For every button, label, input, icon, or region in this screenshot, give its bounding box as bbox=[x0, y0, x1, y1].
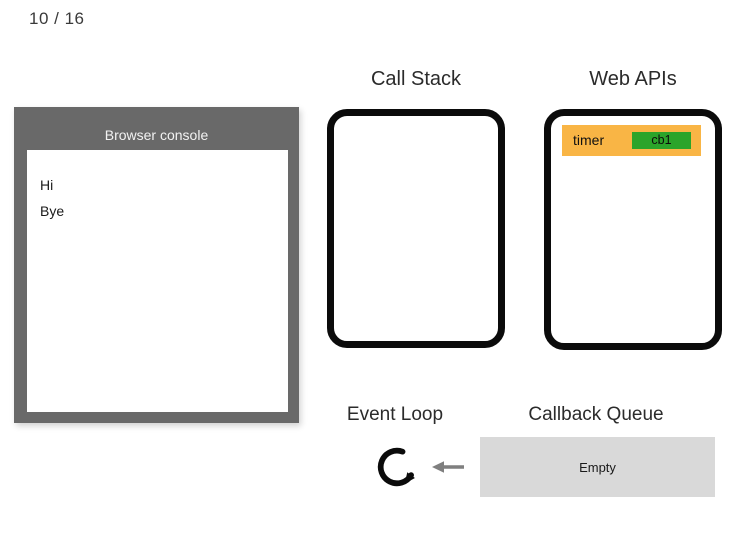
browser-console-title: Browser console bbox=[104, 127, 209, 143]
callback-chip-cb1: cb1 bbox=[632, 132, 691, 149]
console-log-line: Hi bbox=[40, 177, 54, 193]
browser-console-panel: Browser console Hi Bye bbox=[14, 107, 299, 423]
event-loop-title: Event Loop bbox=[346, 404, 444, 425]
clockwise-loop-arrow-icon bbox=[377, 447, 415, 487]
web-apis-box: timer cb1 bbox=[544, 109, 722, 350]
callback-queue-status: Empty bbox=[579, 459, 616, 475]
web-apis-title: Web APIs bbox=[589, 68, 677, 90]
call-stack-box bbox=[327, 109, 505, 348]
call-stack-title: Call Stack bbox=[370, 68, 462, 90]
console-log-line: Bye bbox=[40, 203, 65, 219]
timer-task-label: timer bbox=[573, 132, 605, 148]
slide-counter: 10 / 16 bbox=[29, 9, 85, 28]
left-arrow-icon bbox=[432, 461, 464, 473]
callback-queue-title: Callback Queue bbox=[528, 404, 664, 425]
web-api-task-timer: timer cb1 bbox=[562, 125, 701, 156]
callback-queue-box: Empty bbox=[480, 437, 715, 497]
browser-console-output: Hi Bye bbox=[27, 150, 288, 412]
